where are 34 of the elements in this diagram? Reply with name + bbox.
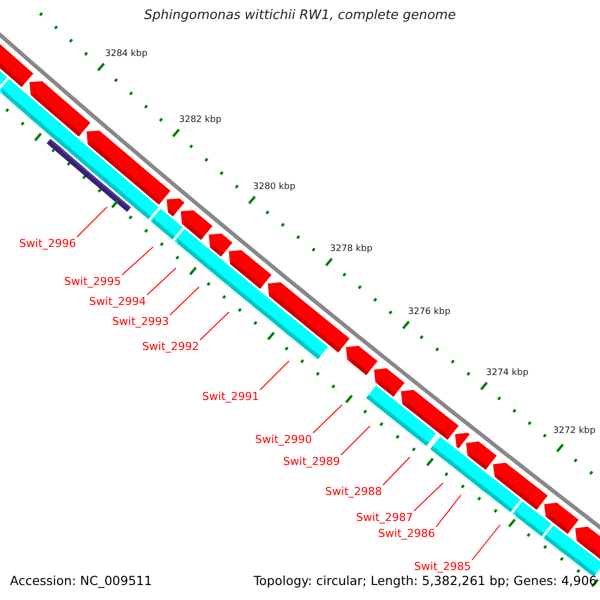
scale-label: 3276 kbp <box>408 308 450 317</box>
map-title: Sphingomonas wittichii RW1, complete genome <box>143 9 457 22</box>
scale-label: 3272 kbp <box>553 427 596 436</box>
gene-label: Swit_2990 <box>255 434 312 445</box>
scale-label: 3284 kbp <box>105 50 148 59</box>
leader-line <box>76 206 108 238</box>
leader-line <box>472 524 500 560</box>
gene-label: Swit_2985 <box>414 561 471 572</box>
gene-label: Swit_2996 <box>19 238 76 249</box>
gene-label: Swit_2989 <box>283 456 340 467</box>
gene-label: Swit_2994 <box>89 296 146 307</box>
leader-line <box>414 482 444 512</box>
leader-line <box>200 312 230 340</box>
gene-label: Swit_2987 <box>356 512 413 523</box>
leader-line <box>146 268 176 296</box>
gene-label: Swit_2993 <box>112 316 169 327</box>
scale-label: 3278 kbp <box>330 245 372 254</box>
leader-line <box>382 456 410 486</box>
leader-line <box>340 426 370 456</box>
gene-label: Swit_2988 <box>325 486 382 497</box>
leader-line <box>122 246 154 276</box>
accession-note: Accession: NC_009511 <box>10 575 152 588</box>
leader-line <box>170 286 200 316</box>
gene-label: Swit_2991 <box>202 391 259 402</box>
scale-label: 3280 kbp <box>253 183 296 192</box>
leader-line <box>260 360 290 390</box>
leader-line <box>436 494 462 528</box>
leader-line <box>312 404 342 434</box>
gene-label: Swit_2995 <box>64 276 121 287</box>
gene-label: Swit_2986 <box>378 528 435 539</box>
gene-label: Swit_2992 <box>142 341 199 352</box>
genome-summary: Topology: circular; Length: 5,382,261 bp; Genes: 4,906 <box>254 575 597 588</box>
scale-label: 3274 kbp <box>486 369 528 378</box>
scale-label: 3282 kbp <box>179 116 222 125</box>
